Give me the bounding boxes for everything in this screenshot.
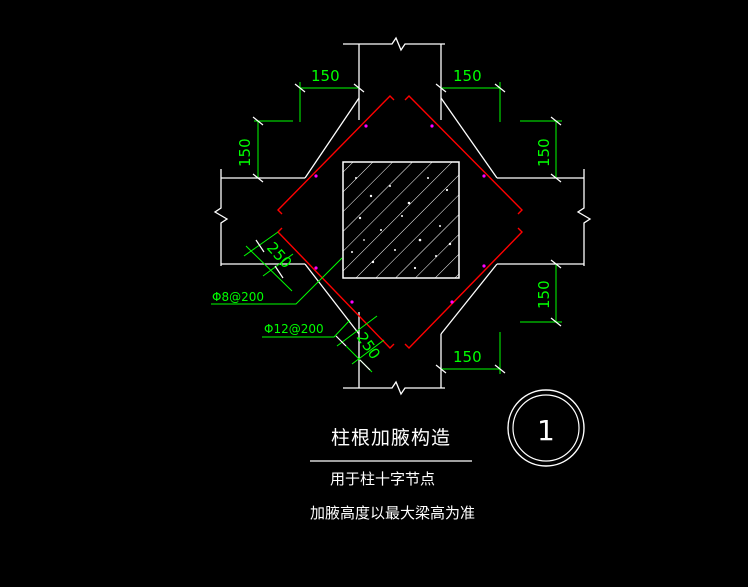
top-column-break [343,36,445,52]
stirrup-dots [314,124,486,304]
dim-right-upper: 150 [535,138,553,167]
rebar-top-left [277,95,395,215]
dimension-lines [211,82,562,374]
haunch-rebars [277,95,523,349]
drawing-title: 柱根加腋构造 [331,427,451,449]
haunch-edge-top-left [304,97,360,179]
column-section-fill [342,161,460,279]
haunch-edge-bottom-left [304,263,360,335]
dim-bottom-right: 150 [453,348,482,366]
dim-top-right: 150 [453,67,482,85]
haunch-edge-bottom-right [440,263,498,335]
detail-number-bubble: 1 [507,389,585,467]
dimension-ticks [252,83,562,374]
left-beam-break [213,169,229,266]
structure-outline [213,36,592,396]
column-section [342,161,460,279]
dim-top-left: 150 [311,67,340,85]
rebar-bottom-left [277,227,395,349]
drawing-subtitle-1: 用于柱十字节点 [330,470,435,488]
right-beam-break [576,169,592,266]
dim-left-upper: 150 [236,138,254,167]
rebar-top-right [404,95,523,215]
stirrup-label: Φ8@200 [212,290,264,304]
bottom-column-break [343,380,445,396]
bar-label: Φ12@200 [264,322,324,336]
detail-number: 1 [537,414,555,447]
haunch-edge-top-right [440,97,498,179]
concrete-speckles [351,177,452,270]
dim-right-lower: 150 [535,280,553,309]
drawing-subtitle-2: 加腋高度以最大梁高为准 [310,504,475,522]
rebar-bottom-right [404,227,523,349]
